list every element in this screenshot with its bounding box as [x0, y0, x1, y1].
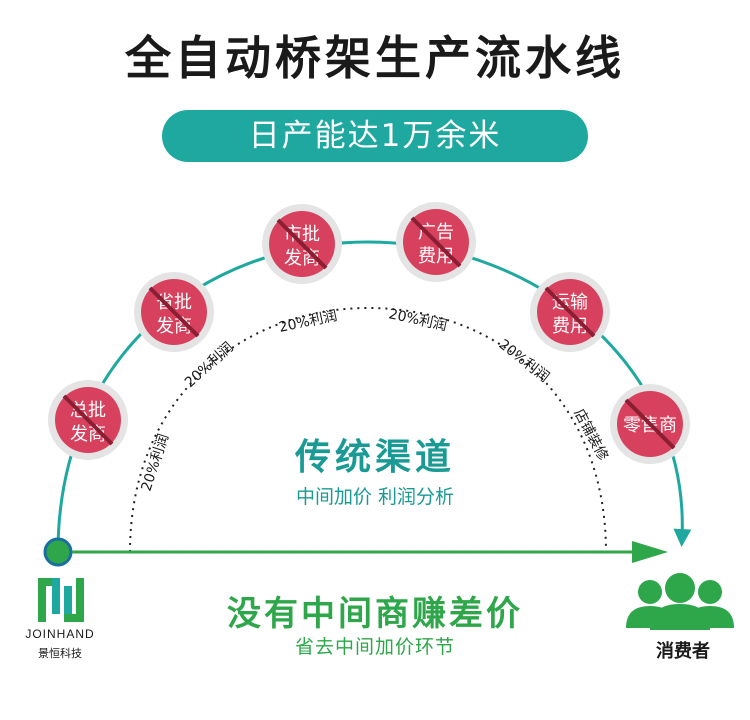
- consumer-group-icon: [626, 573, 734, 630]
- inner-label-4: 20%利润: [496, 337, 552, 386]
- no-entry-icon: [276, 218, 328, 270]
- no-entry-icon: [410, 216, 462, 268]
- badge-0: 总批 发商: [48, 380, 128, 460]
- badge-2-line1: 市批: [284, 224, 320, 245]
- arrow-icon: [632, 541, 668, 563]
- badge-2: 市批 发商: [262, 204, 342, 284]
- badge-4-line1: 运输: [552, 292, 588, 313]
- traditional-channel-sub: 中间加价 利润分析: [295, 486, 455, 508]
- no-entry-icon: [62, 394, 114, 446]
- consumer-label: 消费者: [656, 641, 710, 662]
- subtitle-pill: 日产能达1万余米: [162, 110, 588, 162]
- no-entry-icon: [544, 286, 596, 338]
- logo-icon: [38, 578, 84, 622]
- badge-1: 省批 发商: [134, 272, 214, 352]
- start-dot: [43, 537, 73, 567]
- badge-3-line1: 广告: [418, 222, 454, 243]
- inner-label-5: 店铺装修: [570, 406, 610, 463]
- inner-label-0: 20%利润: [139, 432, 172, 493]
- direct-sub: 省去中间加价环节: [294, 636, 455, 658]
- direct-title: 没有中间商赚差价: [227, 594, 523, 634]
- page-title: 全自动桥架生产流水线: [125, 31, 625, 85]
- badge-4: 运输 费用: [530, 272, 610, 352]
- badge-1-line1: 省批: [156, 292, 192, 313]
- badge-5: 零售商: [610, 384, 690, 464]
- logo-cn: 景恒科技: [38, 647, 82, 660]
- logo-name: JOINHAND: [25, 627, 95, 641]
- no-entry-icon: [148, 286, 200, 338]
- inner-label-2: 20%利润: [278, 308, 339, 336]
- no-entry-icon: [624, 398, 676, 450]
- inner-label-3: 20%利润: [387, 306, 448, 334]
- badge-0-line1: 总批: [70, 400, 106, 421]
- traditional-channel-title: 传统渠道: [294, 437, 455, 478]
- badge-3: 广告 费用: [396, 202, 476, 282]
